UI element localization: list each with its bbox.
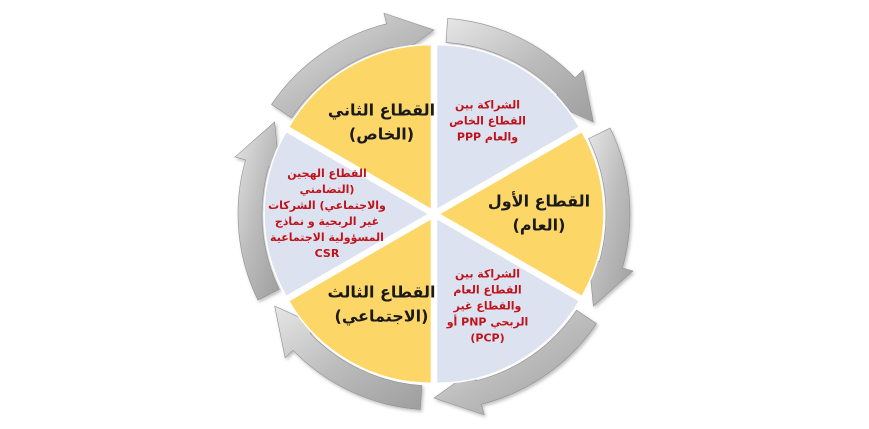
wedge-social <box>287 217 433 385</box>
label-pnp-line-5: (PCP) <box>470 332 504 345</box>
label-ppp-line-2: القطاع الخاص <box>449 114 526 127</box>
label-public-line-1: القطاع الأول <box>488 192 590 211</box>
label-pnp-line-2: القطاع العام <box>453 284 521 297</box>
label-private-line-2: (الخاص) <box>349 125 414 144</box>
wedge-hybrid <box>263 130 431 298</box>
wedge-group <box>263 43 605 385</box>
label-group: الشراكة بين القطاع الخاص والعام PPP القطاع … <box>268 98 590 344</box>
wedge-public <box>437 130 605 298</box>
label-social-line-1: القطاع الثالث <box>327 282 435 301</box>
wedge-ppp <box>435 43 581 211</box>
cycle-arrow-3 <box>433 309 597 416</box>
label-pnp-line-3: والقطاع غير <box>453 300 522 313</box>
label-pnp-line-4: الربحي PNP أو <box>446 315 529 329</box>
label-social-line-2: (الاجتماعي) <box>335 306 429 326</box>
label-hybrid-line-5: المسؤولية الاجتماعية <box>270 231 384 244</box>
wedge-pnp <box>435 217 581 385</box>
label-ppp-line-1: الشراكة بين <box>455 98 520 111</box>
cycle-arrow-6 <box>271 12 435 119</box>
wedge-private <box>287 43 433 211</box>
label-pnp-line-1: الشراكة بين <box>455 268 520 281</box>
label-hybrid-line-4: غير الربحية و نماذج <box>275 215 379 229</box>
label-hybrid-line-3: والاجتماعي) الشركات <box>268 199 386 212</box>
label-public-line-2: (العام) <box>513 216 566 235</box>
label-hybrid-line-6: CSR <box>315 247 340 260</box>
cycle-arrow-2 <box>588 127 634 307</box>
label-hybrid-line-1: القطاع الهجين <box>287 167 367 180</box>
label-hybrid-line-2: (التضامني <box>300 183 355 196</box>
label-ppp-line-3: والعام PPP <box>457 130 518 143</box>
cycle-arrow-5 <box>234 121 280 301</box>
label-private-line-1: القطاع الثاني <box>328 101 435 121</box>
